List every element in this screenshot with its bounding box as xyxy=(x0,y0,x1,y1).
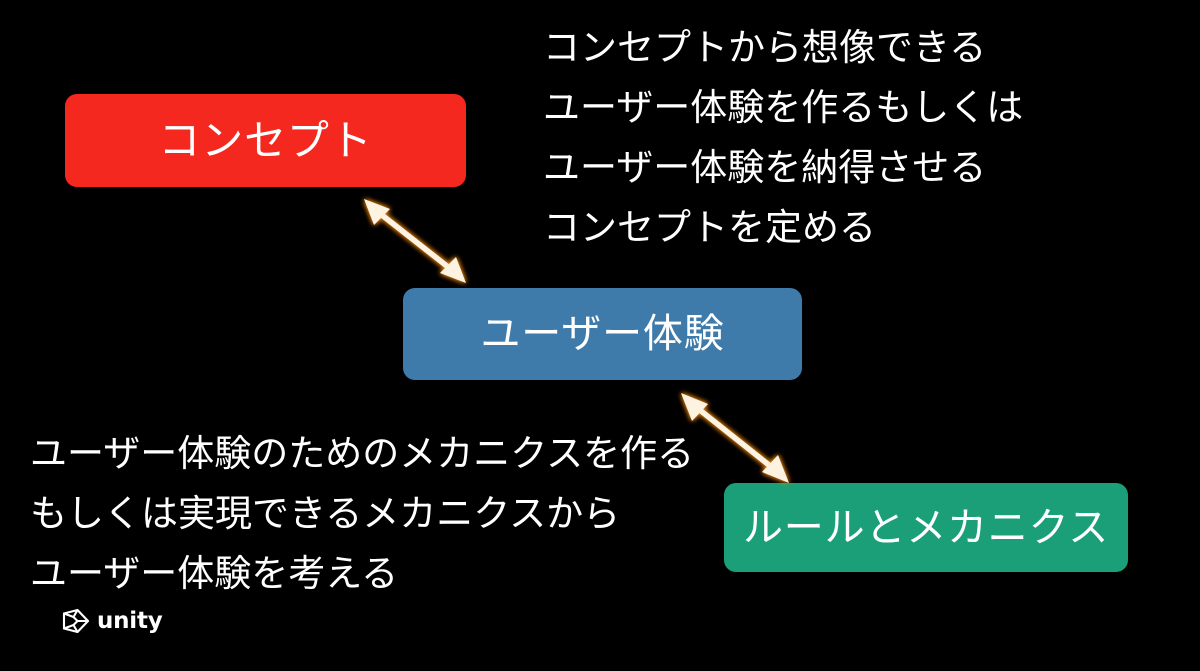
annotation-bottom-left-line-3: ユーザー体験を考える xyxy=(30,552,399,595)
box-user-experience-label: ユーザー体験 xyxy=(480,311,725,357)
annotation-bottom-left: ユーザー体験のためのメカニクスを作る もしくは実現できるメカニクスから ユーザー… xyxy=(30,424,694,604)
annotation-top-right-line-1: コンセプトから想像できる xyxy=(543,26,987,69)
arrow-concept-to-user-experience xyxy=(364,199,466,283)
box-rules-and-mechanics-label: ルールとメカニクス xyxy=(743,504,1109,551)
annotation-bottom-left-line-1: ユーザー体験のためのメカニクスを作る xyxy=(30,432,695,475)
annotation-top-right-line-3: ユーザー体験を納得させる xyxy=(543,146,987,189)
unity-cube-icon xyxy=(62,608,90,634)
box-rules-and-mechanics: ルールとメカニクス xyxy=(724,483,1128,572)
unity-logo: unity xyxy=(60,607,163,634)
box-user-experience: ユーザー体験 xyxy=(403,288,802,380)
box-concept-label: コンセプト xyxy=(158,115,373,165)
unity-wordmark: unity xyxy=(97,607,163,634)
box-concept: コンセプト xyxy=(65,94,466,187)
annotation-bottom-left-line-2: もしくは実現できるメカニクスから xyxy=(30,492,621,535)
annotation-top-right-line-2: ユーザー体験を作るもしくは xyxy=(543,86,1024,129)
annotation-top-right-line-4: コンセプトを定める xyxy=(543,206,876,249)
annotation-top-right: コンセプトから想像できる ユーザー体験を作るもしくは ユーザー体験を納得させる … xyxy=(543,18,1023,258)
